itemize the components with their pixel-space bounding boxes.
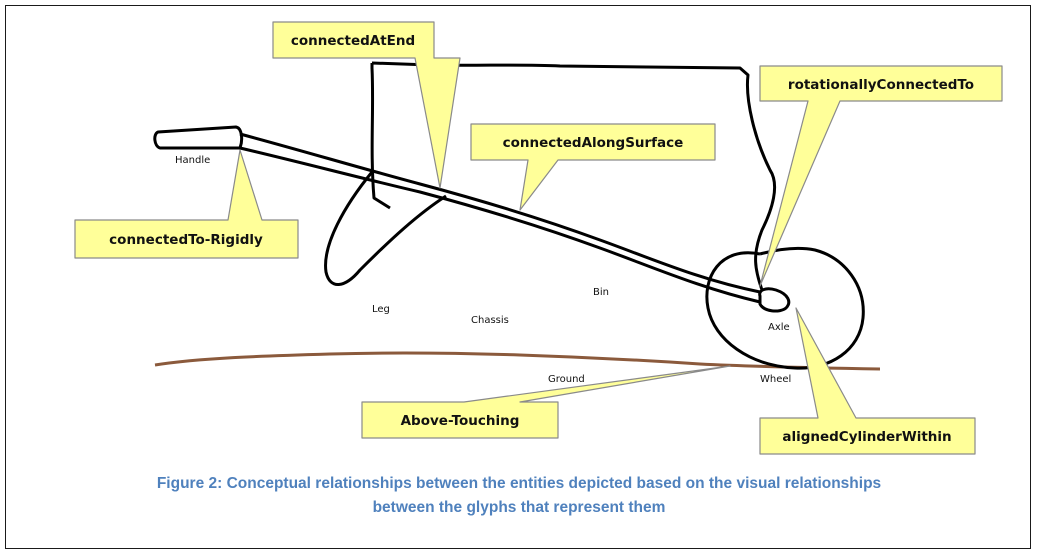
axle-label: Axle: [768, 322, 790, 333]
bin-label: Bin: [593, 287, 609, 298]
callout-rotationally-connected-to-text: rotationallyConnectedTo: [788, 77, 974, 93]
callout-connected-along-surface-text: connectedAlongSurface: [503, 135, 684, 151]
ground-label: Ground: [548, 374, 585, 385]
callout-connected-to-rigidly: connectedTo-Rigidly: [74, 149, 299, 259]
figure-caption: Figure 2: Conceptual relationships betwe…: [60, 472, 978, 520]
callout-connected-to-rigidly-text: connectedTo-Rigidly: [109, 232, 263, 248]
chassis-label: Chassis: [471, 315, 509, 326]
callout-connected-at-end: connectedAtEnd: [272, 21, 461, 189]
bin-glyph: [370, 61, 777, 291]
figure-caption-line-1: Figure 2: Conceptual relationships betwe…: [156, 475, 882, 492]
chassis-glyph: [239, 132, 761, 294]
leg-glyph: [324, 171, 447, 286]
leg-label: Leg: [372, 304, 390, 315]
wheel-label: Wheel: [760, 374, 791, 385]
axle-glyph: [758, 287, 791, 313]
callout-above-touching-text: Above-Touching: [401, 413, 520, 429]
callout-aligned-cylinder-within: alignedCylinderWithin: [759, 307, 976, 455]
callout-connected-at-end-text: connectedAtEnd: [291, 33, 415, 49]
handle-label: Handle: [175, 155, 210, 166]
callout-connected-along-surface: connectedAlongSurface: [470, 123, 716, 211]
ground-glyph: [154, 351, 881, 371]
handle-glyph: [153, 125, 244, 150]
figure-frame: [5, 5, 1031, 549]
callout-aligned-cylinder-within-text: alignedCylinderWithin: [782, 429, 951, 445]
callout-above-touching: Above-Touching: [361, 365, 731, 439]
callout-rotationally-connected-to: rotationallyConnectedTo: [759, 65, 1003, 287]
figure-caption-line-2: between the glyphs that represent them: [372, 499, 666, 516]
